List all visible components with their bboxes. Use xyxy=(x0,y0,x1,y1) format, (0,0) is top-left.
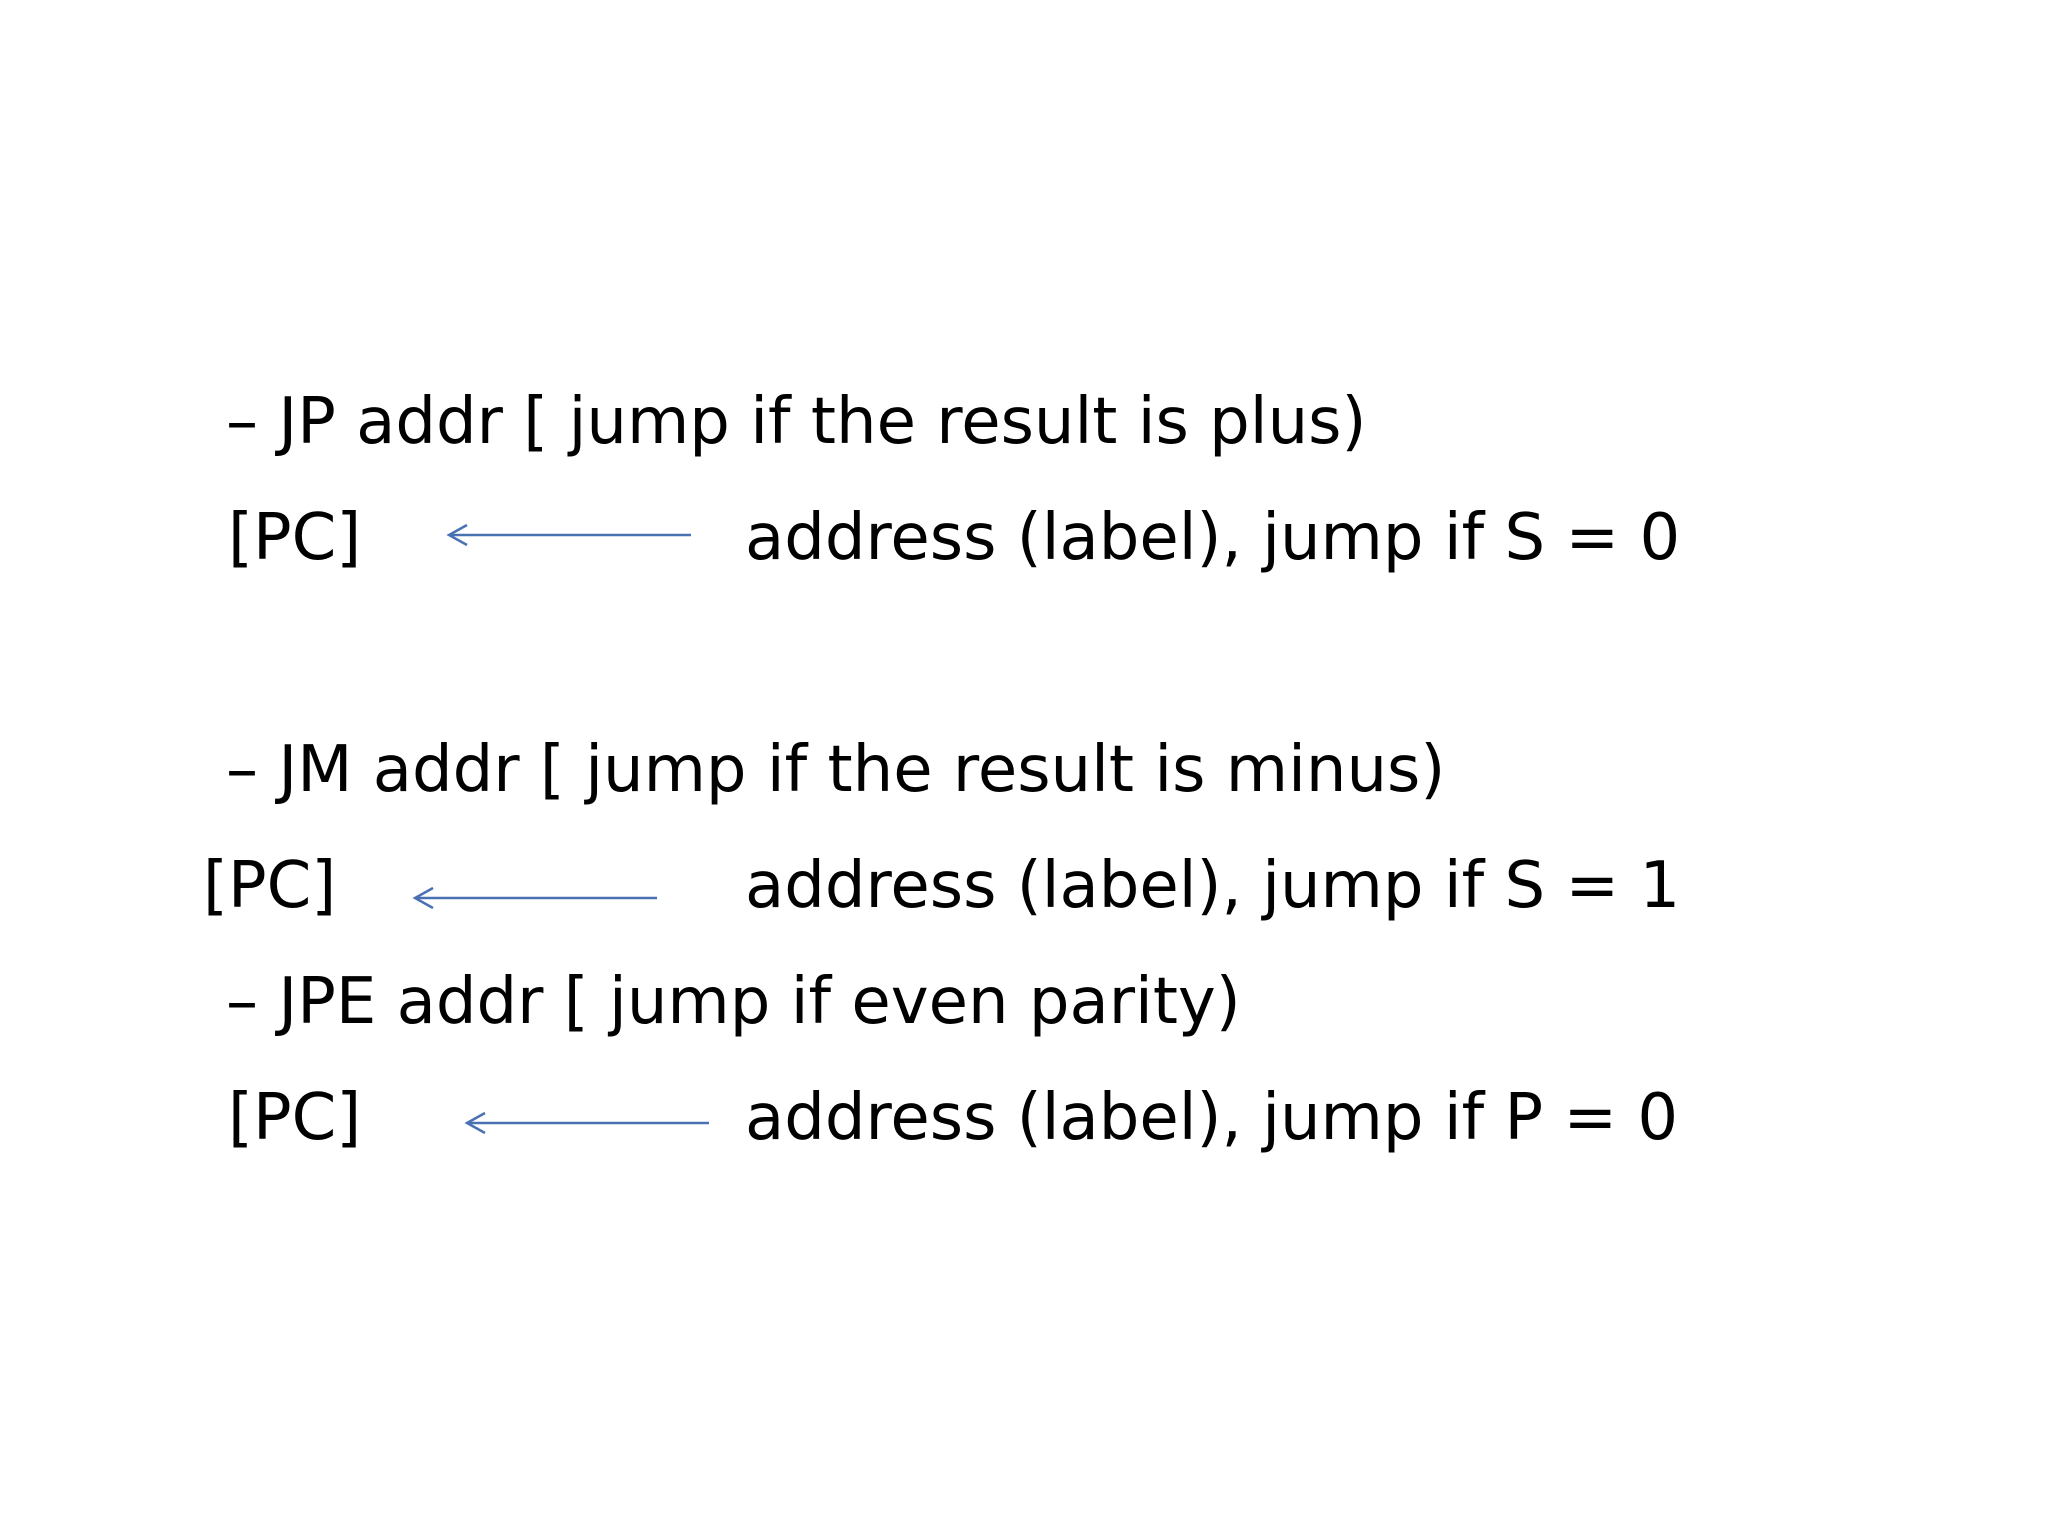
jpe-left-arrow-icon xyxy=(464,1111,709,1135)
jm-left-arrow-icon xyxy=(412,886,657,910)
jpe-description: address (label), jump if P = 0 xyxy=(745,1081,1679,1155)
jpe-register: [PC] xyxy=(228,1081,362,1155)
jm-register: [PC] xyxy=(203,849,337,923)
jm-heading: – JM addr [ jump if the result is minus) xyxy=(226,733,1446,807)
jp-description: address (label), jump if S = 0 xyxy=(745,501,1681,575)
jp-left-arrow-icon xyxy=(446,523,691,547)
jp-register: [PC] xyxy=(228,501,362,575)
jpe-heading: – JPE addr [ jump if even parity) xyxy=(226,965,1241,1039)
jp-heading: – JP addr [ jump if the result is plus) xyxy=(226,385,1367,459)
jm-description: address (label), jump if S = 1 xyxy=(745,849,1681,923)
